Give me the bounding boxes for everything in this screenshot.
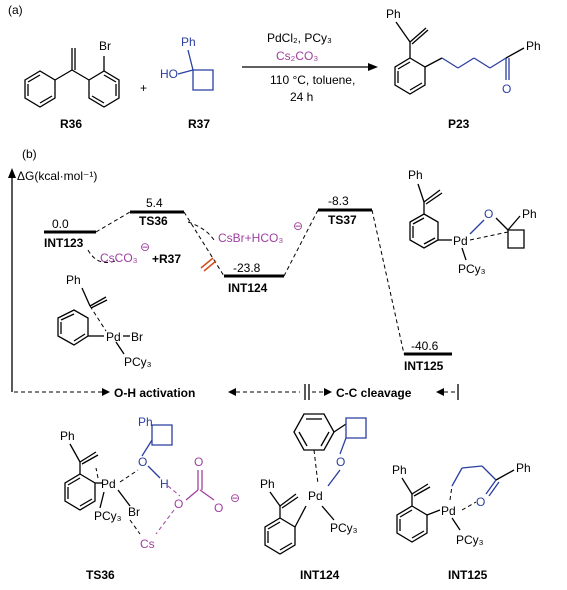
int124-id: INT124 xyxy=(300,568,340,582)
csbr-label: CsBr+HCO₃ xyxy=(218,231,283,245)
level-ts37-value: -8.3 xyxy=(328,194,349,208)
ts36-o4: O xyxy=(214,501,223,515)
ts36-pcy3: PCy₃ xyxy=(94,509,122,523)
conditions-line4: 24 h xyxy=(290,90,313,104)
r37-id: R37 xyxy=(188,117,210,131)
forbidden-mark xyxy=(200,257,217,272)
ts36-o2: O xyxy=(174,497,183,511)
csbr-charge: ⊖ xyxy=(293,219,303,233)
level-int124-value: -23.8 xyxy=(233,261,261,275)
int125-pcy3: PCy₃ xyxy=(456,533,484,547)
ts36-charge: ⊖ xyxy=(230,491,240,505)
int123-pcy3: PCy₃ xyxy=(124,355,152,369)
pathway-connectors xyxy=(87,209,405,355)
int124-pcy3: PCy₃ xyxy=(330,521,358,535)
ts36-id: TS36 xyxy=(86,568,115,582)
level-int125-name: INT125 xyxy=(404,359,444,373)
conditions-line1: PdCl₂, PCy₃ xyxy=(267,31,332,45)
panel-a-label: (a) xyxy=(8,3,23,17)
int125-structure: Ph Pd O Ph PCy₃ xyxy=(392,461,531,547)
inset-ph: Ph xyxy=(408,168,423,182)
p23-structure: Ph O Ph xyxy=(386,7,541,96)
level-int123-name: INT123 xyxy=(44,236,84,250)
r37-ph: Ph xyxy=(181,35,196,49)
panel-b-label: (b) xyxy=(22,147,37,161)
int125-o: O xyxy=(476,495,485,509)
ts36-structure: Ph Pd O Ph H O O O ⊖ Br Cs PCy₃ xyxy=(60,415,240,551)
inset-pcy3: PCy₃ xyxy=(458,262,486,276)
int125-id: INT125 xyxy=(448,568,488,582)
ts36-ph2: Ph xyxy=(138,415,153,429)
int124-structure: O Ph Pd PCy₃ xyxy=(260,413,367,555)
ts36-pd: Pd xyxy=(101,477,116,491)
int123-ph: Ph xyxy=(66,273,81,287)
energy-levels: 0.0 INT123 5.4 TS36 -23.8 INT124 -8.3 TS… xyxy=(44,194,452,373)
r36-id: R36 xyxy=(60,117,82,131)
ts36-o3: O xyxy=(194,455,203,469)
int124-o: O xyxy=(336,455,345,469)
energy-axis xyxy=(8,168,16,392)
int125-inset: Ph Pd O Ph PCy₃ xyxy=(408,168,537,276)
int123-br: Br xyxy=(131,330,143,344)
ts36-o: O xyxy=(138,455,147,469)
p23-ph1: Ph xyxy=(386,7,401,21)
plus-r37-label: +R37 xyxy=(152,252,181,266)
conditions-line2: Cs₂CO₃ xyxy=(276,49,318,63)
csco3-label: CsCO₃ xyxy=(100,251,138,265)
conditions-line3: 110 °C, toluene, xyxy=(270,73,355,87)
phase-arrows: O-H activation C-C cleavage xyxy=(14,384,459,400)
ts36-ph: Ph xyxy=(60,429,75,443)
int123-structure: Ph Pd Br PCy₃ xyxy=(57,273,152,369)
level-ts36-name: TS36 xyxy=(139,214,168,228)
p23-o: O xyxy=(502,82,511,96)
level-ts36-value: 5.4 xyxy=(146,196,163,210)
ts36-br: Br xyxy=(128,505,140,519)
inset-pd: Pd xyxy=(453,234,468,248)
int125-pd: Pd xyxy=(441,504,456,518)
int123-pd: Pd xyxy=(106,330,121,344)
axis-label: ΔG(kcal·mol⁻¹) xyxy=(17,169,97,183)
int125-ph2: Ph xyxy=(516,461,531,475)
int124-pd: Pd xyxy=(308,489,323,503)
inset-ph2: Ph xyxy=(522,207,537,221)
ts36-h: H xyxy=(160,477,169,491)
phase-cc-cleavage: C-C cleavage xyxy=(336,386,412,400)
inset-o: O xyxy=(484,207,493,221)
level-int125-value: -40.6 xyxy=(411,339,439,353)
int125-ph: Ph xyxy=(392,463,407,477)
int124-ph: Ph xyxy=(260,477,275,491)
csco3-charge: ⊖ xyxy=(140,240,150,254)
level-int123-value: 0.0 xyxy=(52,217,69,231)
r37-structure: Ph HO xyxy=(160,35,214,91)
level-ts37-name: TS37 xyxy=(328,213,357,227)
r36-br: Br xyxy=(99,39,111,53)
ts36-cs: Cs xyxy=(140,537,155,551)
p23-ph2: Ph xyxy=(526,39,541,53)
p23-id: P23 xyxy=(448,117,470,131)
level-int124-name: INT124 xyxy=(228,281,268,295)
phase-oh-activation: O-H activation xyxy=(114,386,195,400)
r36-structure: Br xyxy=(24,39,120,108)
r37-ho: HO xyxy=(160,67,178,81)
plus-sign: + xyxy=(140,81,147,95)
